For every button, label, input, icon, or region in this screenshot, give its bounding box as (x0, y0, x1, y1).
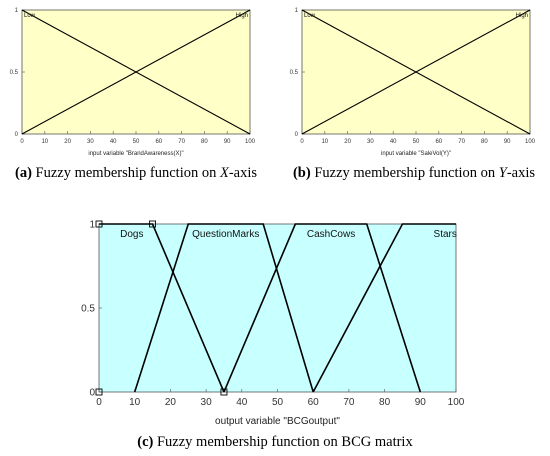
caption-a-label: (a) (14, 165, 32, 181)
caption-a-suffix: -axis (228, 165, 258, 181)
series-name-stars: Stars (434, 229, 457, 240)
caption-a-text: Fuzzy membership function on (31, 165, 220, 181)
x-tick-label: 100 (525, 139, 536, 145)
x-tick-label: 10 (41, 139, 48, 145)
plot-area (98, 223, 457, 393)
vertex-marker (95, 220, 103, 228)
caption-b: (b) Fuzzy membership function on Y-axis (278, 165, 550, 182)
x-tick-label: 0 (96, 397, 102, 408)
y-tick-label: 1 (295, 8, 299, 14)
vertex-marker (220, 388, 228, 396)
x-tick-label: 10 (129, 397, 141, 408)
caption-c: (c) Fuzzy membership function on BCG mat… (80, 434, 470, 451)
caption-a-var: X (219, 165, 229, 181)
series-name-questionmarks: QuestionMarks (192, 229, 259, 240)
series-name-low: Low (304, 13, 316, 19)
caption-b-text: Fuzzy membership function on (310, 165, 499, 181)
y-tick-label: 0.5 (290, 70, 299, 76)
series-name-high: High (236, 13, 248, 19)
caption-b-suffix: -axis (506, 165, 536, 181)
y-tick-label: 0 (89, 388, 95, 399)
chart-panel-bcg-output: 0 10 20 30 40 50 60 70 80 90 100 0 0.5 1 output variab… (80, 196, 470, 456)
series-name-dogs: Dogs (120, 229, 143, 240)
caption-a: (a) Fuzzy membership function on X-axis (0, 165, 272, 182)
series-line-dogs (99, 223, 225, 393)
x-tick-label: 20 (64, 139, 71, 145)
vertex-marker (95, 388, 103, 396)
series-line-high (301, 9, 531, 135)
x-tick-label: 100 (448, 397, 465, 408)
series-name-high: High (516, 13, 528, 19)
series-line-cashcows (223, 223, 422, 393)
y-tick-label: 0 (15, 132, 19, 138)
y-tick-label: 0.5 (10, 70, 19, 76)
x-tick-label: 80 (201, 139, 208, 145)
x-tick-label: 70 (458, 139, 465, 145)
x-tick-label: 0 (20, 139, 24, 145)
x-tick-label: 50 (272, 397, 284, 408)
vertex-marker (149, 220, 157, 228)
caption-b-label: (b) (292, 165, 311, 181)
caption-b-var: Y (498, 165, 507, 181)
x-tick-label: 80 (379, 397, 391, 408)
x-axis-label: input variable "SaleVol(Y)" (381, 151, 451, 157)
x-tick-label: 40 (236, 397, 248, 408)
x-tick-label: 60 (435, 139, 442, 145)
chart-brand-awareness: 0 10 20 30 40 50 60 70 80 90 100 0 0.5 1 input variabl… (10, 8, 256, 157)
y-tick-label: 0 (295, 132, 299, 138)
series-line-stars (312, 223, 456, 393)
x-tick-label: 80 (481, 139, 488, 145)
x-tick-label: 20 (165, 397, 177, 408)
x-tick-label: 90 (504, 139, 511, 145)
x-tick-label: 40 (390, 139, 397, 145)
y-tick-label: 1 (15, 8, 19, 14)
x-tick-label: 70 (343, 397, 355, 408)
x-tick-label: 30 (201, 397, 213, 408)
chart-panel-sale-volume: 0 10 20 30 40 50 60 70 80 90 100 0 0.5 1 input variabl… (278, 0, 550, 195)
series-name-cashcows: CashCows (307, 229, 355, 240)
x-tick-label: 0 (300, 139, 304, 145)
x-tick-label: 50 (413, 139, 420, 145)
x-tick-label: 30 (367, 139, 374, 145)
series-line-high (21, 9, 251, 135)
y-tick-label: 0.5 (81, 304, 95, 315)
x-tick-label: 10 (321, 139, 328, 145)
series-name-low: Low (24, 13, 36, 19)
x-axis-label: output variable "BCGoutput" (215, 416, 340, 427)
x-tick-label: 100 (245, 139, 256, 145)
y-tick-label: 1 (89, 220, 95, 231)
caption-c-text: Fuzzy membership function on BCG matrix (153, 434, 413, 450)
chart-sale-volume: 0 10 20 30 40 50 60 70 80 90 100 0 0.5 1 input variabl… (290, 8, 536, 157)
x-tick-label: 90 (415, 397, 427, 408)
x-tick-label: 60 (308, 397, 320, 408)
x-tick-label: 60 (155, 139, 162, 145)
x-tick-label: 70 (178, 139, 185, 145)
series-line-questionmarks (133, 223, 314, 393)
x-tick-label: 20 (344, 139, 351, 145)
x-tick-label: 90 (224, 139, 231, 145)
chart-bcg-output: 0 10 20 30 40 50 60 70 80 90 100 0 0.5 1 output variab… (81, 220, 465, 428)
x-tick-label: 50 (133, 139, 140, 145)
caption-c-label: (c) (137, 434, 154, 450)
chart-panel-brand-awareness: 0 10 20 30 40 50 60 70 80 90 100 0 0.5 1 input variabl… (0, 0, 272, 195)
x-axis-label: input variable "BrandAwareness(X)" (88, 151, 183, 157)
x-tick-label: 30 (87, 139, 94, 145)
x-tick-label: 40 (110, 139, 117, 145)
